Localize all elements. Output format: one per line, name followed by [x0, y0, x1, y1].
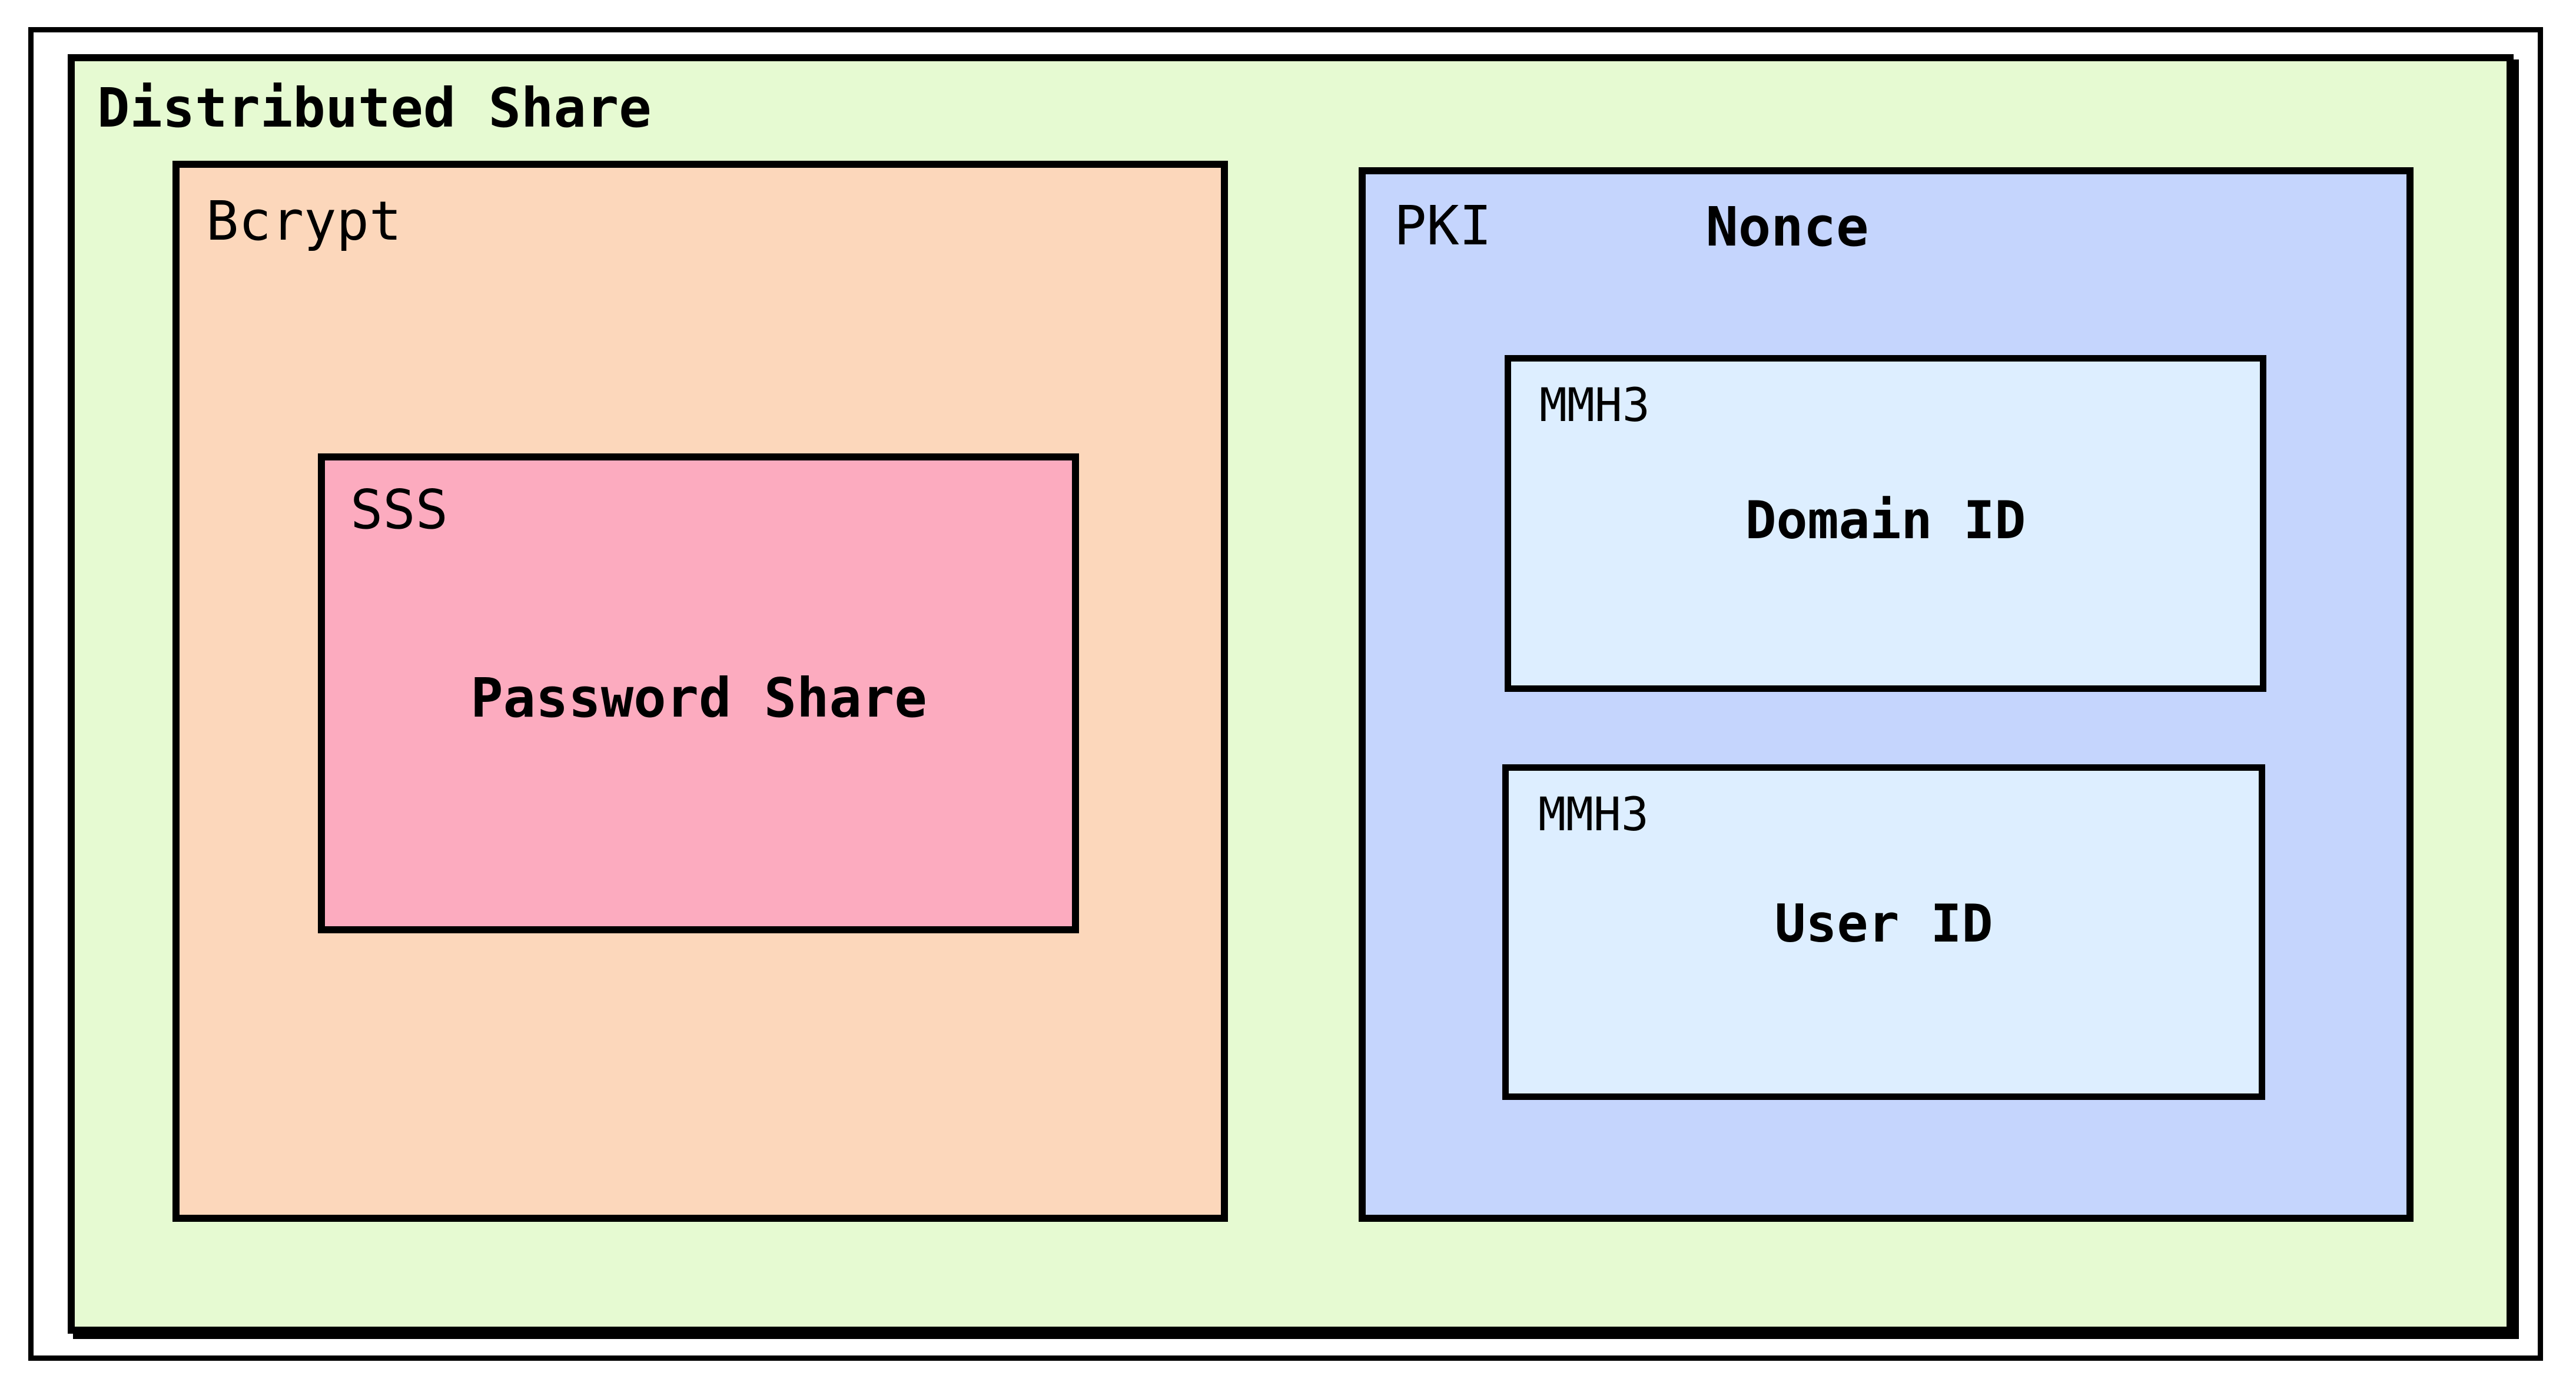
domain-id-label: Domain ID — [1745, 490, 2026, 551]
mmh3-domain-box — [1505, 355, 2266, 692]
sss-label: SSS — [350, 478, 449, 541]
bcrypt-label: Bcrypt — [206, 190, 402, 253]
password-share-label: Password Share — [470, 667, 927, 730]
mmh3-user-box — [1502, 764, 2265, 1100]
mmh3-user-label: MMH3 — [1538, 788, 1649, 841]
nonce-label: Nonce — [1705, 195, 1869, 258]
mmh3-domain-label: MMH3 — [1539, 379, 1650, 432]
sss-box — [318, 453, 1079, 933]
user-id-label: User ID — [1774, 893, 1993, 954]
pki-label: PKI — [1394, 194, 1492, 257]
distributed-share-label: Distributed Share — [97, 77, 652, 140]
